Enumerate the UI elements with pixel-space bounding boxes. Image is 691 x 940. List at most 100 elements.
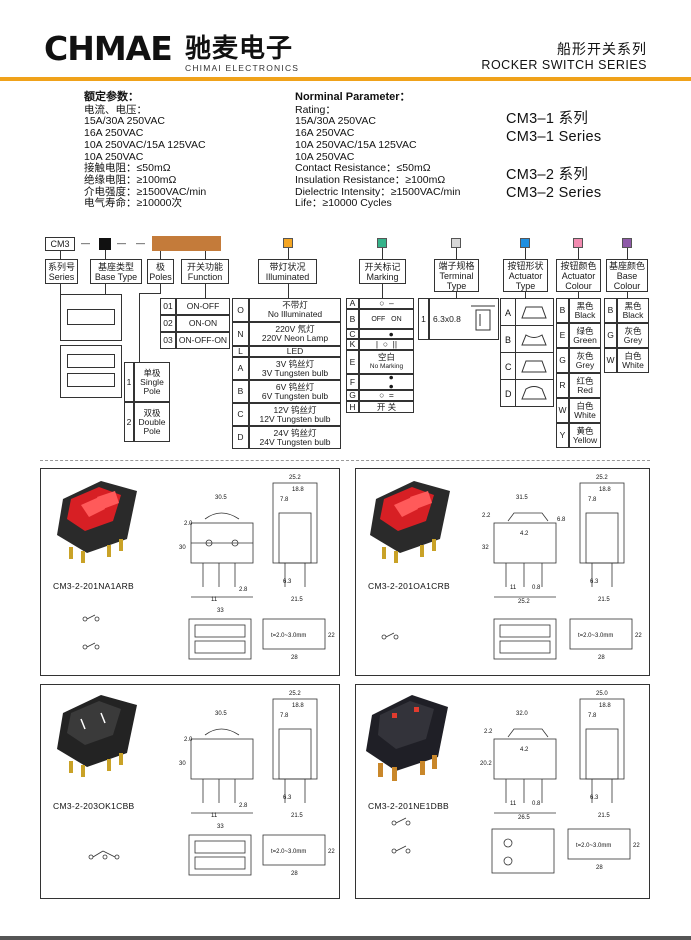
svg-text:28: 28 — [598, 655, 605, 661]
brand-logo: CHMAE — [44, 28, 173, 68]
terminal-icon — [471, 305, 495, 331]
svg-text:2.2: 2.2 — [482, 513, 491, 519]
svg-text:25.2: 25.2 — [596, 475, 608, 481]
svg-text:33: 33 — [217, 824, 224, 830]
svg-text:25.0: 25.0 — [596, 691, 608, 697]
svg-text:t=2.0~3.0mm: t=2.0~3.0mm — [576, 843, 611, 849]
marking-k-code: K — [346, 339, 359, 350]
base-type-single — [60, 294, 122, 341]
illum-a-code: A — [232, 357, 249, 380]
svg-text:22: 22 — [328, 633, 335, 639]
svg-text:28: 28 — [291, 655, 298, 661]
params-en-line: Contact Resistance：≤50mΩ — [295, 162, 431, 175]
svg-text:18.8: 18.8 — [599, 703, 611, 709]
params-cn-line: 10A 250VAC/15A 125VAC — [84, 138, 206, 151]
act-colour-y-code: Y — [556, 423, 569, 448]
base-colour-g-code: G — [604, 323, 617, 348]
svg-text:6.3: 6.3 — [283, 795, 292, 801]
series-cm3-1-en: CM3–1 Series — [506, 129, 602, 145]
switch-photo-icon — [370, 481, 450, 563]
svg-text:30.5: 30.5 — [215, 711, 227, 717]
header-rule — [0, 77, 691, 81]
svg-text:t=2.0~3.0mm: t=2.0~3.0mm — [271, 633, 306, 639]
svg-text:7.8: 7.8 — [280, 497, 289, 503]
product-panel-3: 25.2 18.8 30.5 7.8 30 2.0 2.8 11 6.3 33 … — [40, 684, 340, 899]
params-cn-line: 15A/30A 250VAC — [84, 115, 165, 128]
params-en-line: 10A 250VAC/15A 125VAC — [295, 138, 417, 151]
svg-text:t=2.0~3.0mm: t=2.0~3.0mm — [271, 849, 306, 855]
product-3-drawing: 25.2 18.8 30.5 7.8 30 2.0 2.8 11 6.3 33 … — [57, 691, 335, 877]
params-en-line: 16A 250VAC — [295, 127, 355, 140]
svg-text:32.0: 32.0 — [516, 711, 528, 717]
logo-en: CHMAE — [44, 28, 173, 68]
svg-text:2.0: 2.0 — [184, 521, 193, 527]
svg-text:21.5: 21.5 — [291, 813, 303, 819]
act-colour-r-code: R — [556, 373, 569, 398]
marking-k-symbol: | ○ || — [359, 339, 414, 350]
marking-e-code: E — [346, 350, 359, 374]
svg-text:2.0: 2.0 — [184, 737, 193, 743]
svg-text:25.2: 25.2 — [518, 599, 530, 605]
act-colour-b-code: B — [556, 298, 569, 323]
svg-text:18.8: 18.8 — [599, 487, 611, 493]
product-2-code: CM3-2-201OA1CRB — [368, 581, 450, 591]
series-cm3-2-en: CM3–2 Series — [506, 185, 602, 201]
product-1-code: CM3-2-201NA1ARB — [53, 581, 135, 591]
svg-text:4.2: 4.2 — [520, 531, 529, 537]
svg-text:25.2: 25.2 — [289, 475, 301, 481]
footer-rule — [0, 936, 691, 940]
svg-text:6.3: 6.3 — [590, 579, 599, 585]
terminal-spec: 6.3x0.8 — [429, 298, 499, 340]
code-prefix: CM3 — [45, 237, 75, 251]
logo-cn-block: 驰麦电子 CHIMAI ELECTRONICS — [185, 35, 299, 73]
svg-text:21.5: 21.5 — [598, 813, 610, 819]
function-02-label: ON-ON — [176, 315, 230, 332]
function-01-code: 01 — [160, 298, 176, 315]
params-cn-line: 电气寿命：≥10000次 — [84, 197, 182, 210]
base-colour-swatch — [622, 238, 632, 248]
base-colour-b-code: B — [604, 298, 617, 323]
svg-text:18.8: 18.8 — [292, 703, 304, 709]
series-cm3-2-cn: CM3–2 系列 — [506, 167, 589, 183]
product-panel-4: 25.0 18.8 32.0 7.8 20.2 2.2 4.2 0.8 11 2… — [355, 684, 650, 899]
params-en-line: Rating： — [295, 103, 336, 116]
svg-text:11: 11 — [211, 813, 218, 819]
actuator-c: C — [505, 362, 512, 372]
switch-photo-icon — [57, 481, 137, 563]
function-02-code: 02 — [160, 315, 176, 332]
pole-2-code: 2 — [124, 402, 134, 442]
actuator-type-swatch — [520, 238, 530, 248]
params-en-line: 15A/30A 250VAC — [295, 115, 376, 128]
illum-l-label: LED — [249, 346, 341, 357]
switch-photo-icon — [57, 695, 137, 777]
product-4-drawing: 25.0 18.8 32.0 7.8 20.2 2.2 4.2 0.8 11 2… — [366, 691, 640, 874]
params-cn-line: 电流、电压： — [84, 103, 147, 116]
params-cn-line: 介电强度：≥1500VAC/min — [84, 185, 207, 198]
svg-text:28: 28 — [291, 871, 298, 877]
svg-text:30.5: 30.5 — [215, 495, 227, 501]
svg-text:6.3: 6.3 — [590, 795, 599, 801]
svg-text:11: 11 — [510, 585, 517, 591]
actuator-colour-swatch — [573, 238, 583, 248]
svg-text:30: 30 — [179, 761, 186, 767]
svg-text:20.2: 20.2 — [480, 761, 492, 767]
params-cn: 额定参数： 电流、电压： 15A/30A 250VAC 16A 250VAC 1… — [84, 91, 207, 210]
params-cn-line: 16A 250VAC — [84, 127, 144, 140]
actuator-a: A — [505, 308, 511, 318]
svg-text:21.5: 21.5 — [598, 597, 610, 603]
